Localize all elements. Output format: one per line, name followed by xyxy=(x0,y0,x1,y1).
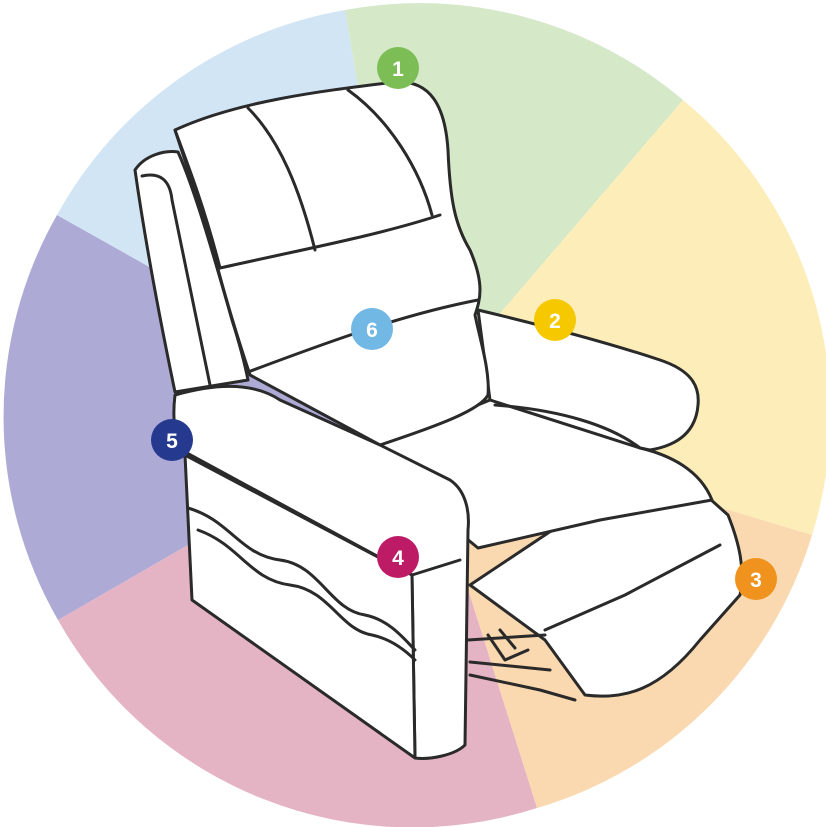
svg-text:5: 5 xyxy=(166,430,178,453)
svg-text:1: 1 xyxy=(392,58,404,81)
marker-2: 2 xyxy=(534,299,576,341)
marker-5: 5 xyxy=(151,419,193,461)
marker-4: 4 xyxy=(377,536,419,578)
marker-1: 1 xyxy=(377,47,419,89)
marker-3: 3 xyxy=(735,558,777,600)
svg-text:4: 4 xyxy=(392,547,404,570)
marker-6: 6 xyxy=(351,308,393,350)
svg-text:6: 6 xyxy=(366,319,378,342)
svg-text:2: 2 xyxy=(549,310,561,333)
svg-text:3: 3 xyxy=(750,569,762,592)
